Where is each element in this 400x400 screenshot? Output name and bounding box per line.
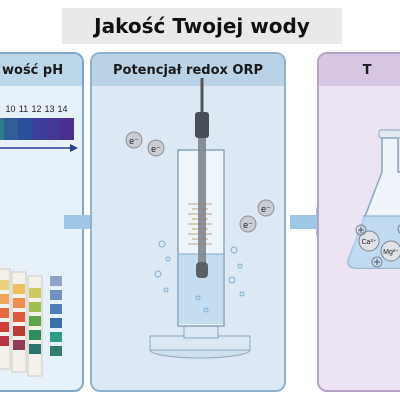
ph-scale-swatch	[0, 118, 4, 140]
ph-number: 10	[5, 104, 16, 114]
electron-2: e⁻	[147, 139, 165, 157]
hardness-panel-header: T	[319, 54, 400, 86]
svg-text:e⁻: e⁻	[151, 144, 161, 154]
svg-text:e⁻: e⁻	[261, 204, 271, 214]
svg-text:Mg²⁺: Mg²⁺	[383, 249, 399, 256]
magnesium-ion: Mg²⁺	[380, 240, 400, 262]
ph-illustration	[0, 118, 78, 377]
ph-scale-swatch	[60, 118, 74, 140]
electron-3: e⁻	[257, 199, 275, 217]
bubbles	[154, 240, 245, 313]
ph-number: 13	[44, 104, 55, 114]
ph-panel-header: wość pH	[0, 54, 82, 86]
ph-scale-swatch	[18, 118, 32, 140]
calcium-ion: Ca²⁺	[358, 230, 380, 252]
page-title: Jakość Twojej wody	[94, 14, 310, 38]
orp-panel: Potencjał redox ORP e⁻ e⁻ e⁻ e⁻	[90, 52, 286, 392]
orp-probe	[195, 78, 209, 278]
ph-scale-arrowhead	[70, 144, 78, 152]
svg-text:e⁻: e⁻	[243, 220, 253, 230]
ph-number: 12	[31, 104, 42, 114]
ph-scale-swatch	[4, 118, 18, 140]
ph-test-strips	[0, 268, 43, 377]
electron-1: e⁻	[125, 131, 143, 149]
ph-number: 11	[18, 104, 29, 114]
ph-number: 14	[57, 104, 68, 114]
plus-signs	[358, 227, 380, 265]
orp-illustration: e⁻ e⁻ e⁻ e⁻	[125, 78, 275, 359]
ph-scale-swatch	[32, 118, 46, 140]
ph-scale-swatch	[46, 118, 60, 140]
electron-4: e⁻	[239, 215, 257, 233]
orp-panel-header: Potencjał redox ORP	[92, 54, 284, 86]
svg-text:Ca²⁺: Ca²⁺	[362, 239, 377, 246]
title-banner: Jakość Twojej wody	[62, 8, 342, 44]
plus-ions	[355, 224, 400, 268]
ph-color-chart	[50, 276, 62, 356]
hardness-panel: T Ca²⁺ Mg²⁺	[317, 52, 400, 392]
hardness-illustration: Ca²⁺ Mg²⁺	[347, 129, 400, 269]
svg-text:e⁻: e⁻	[129, 136, 139, 146]
